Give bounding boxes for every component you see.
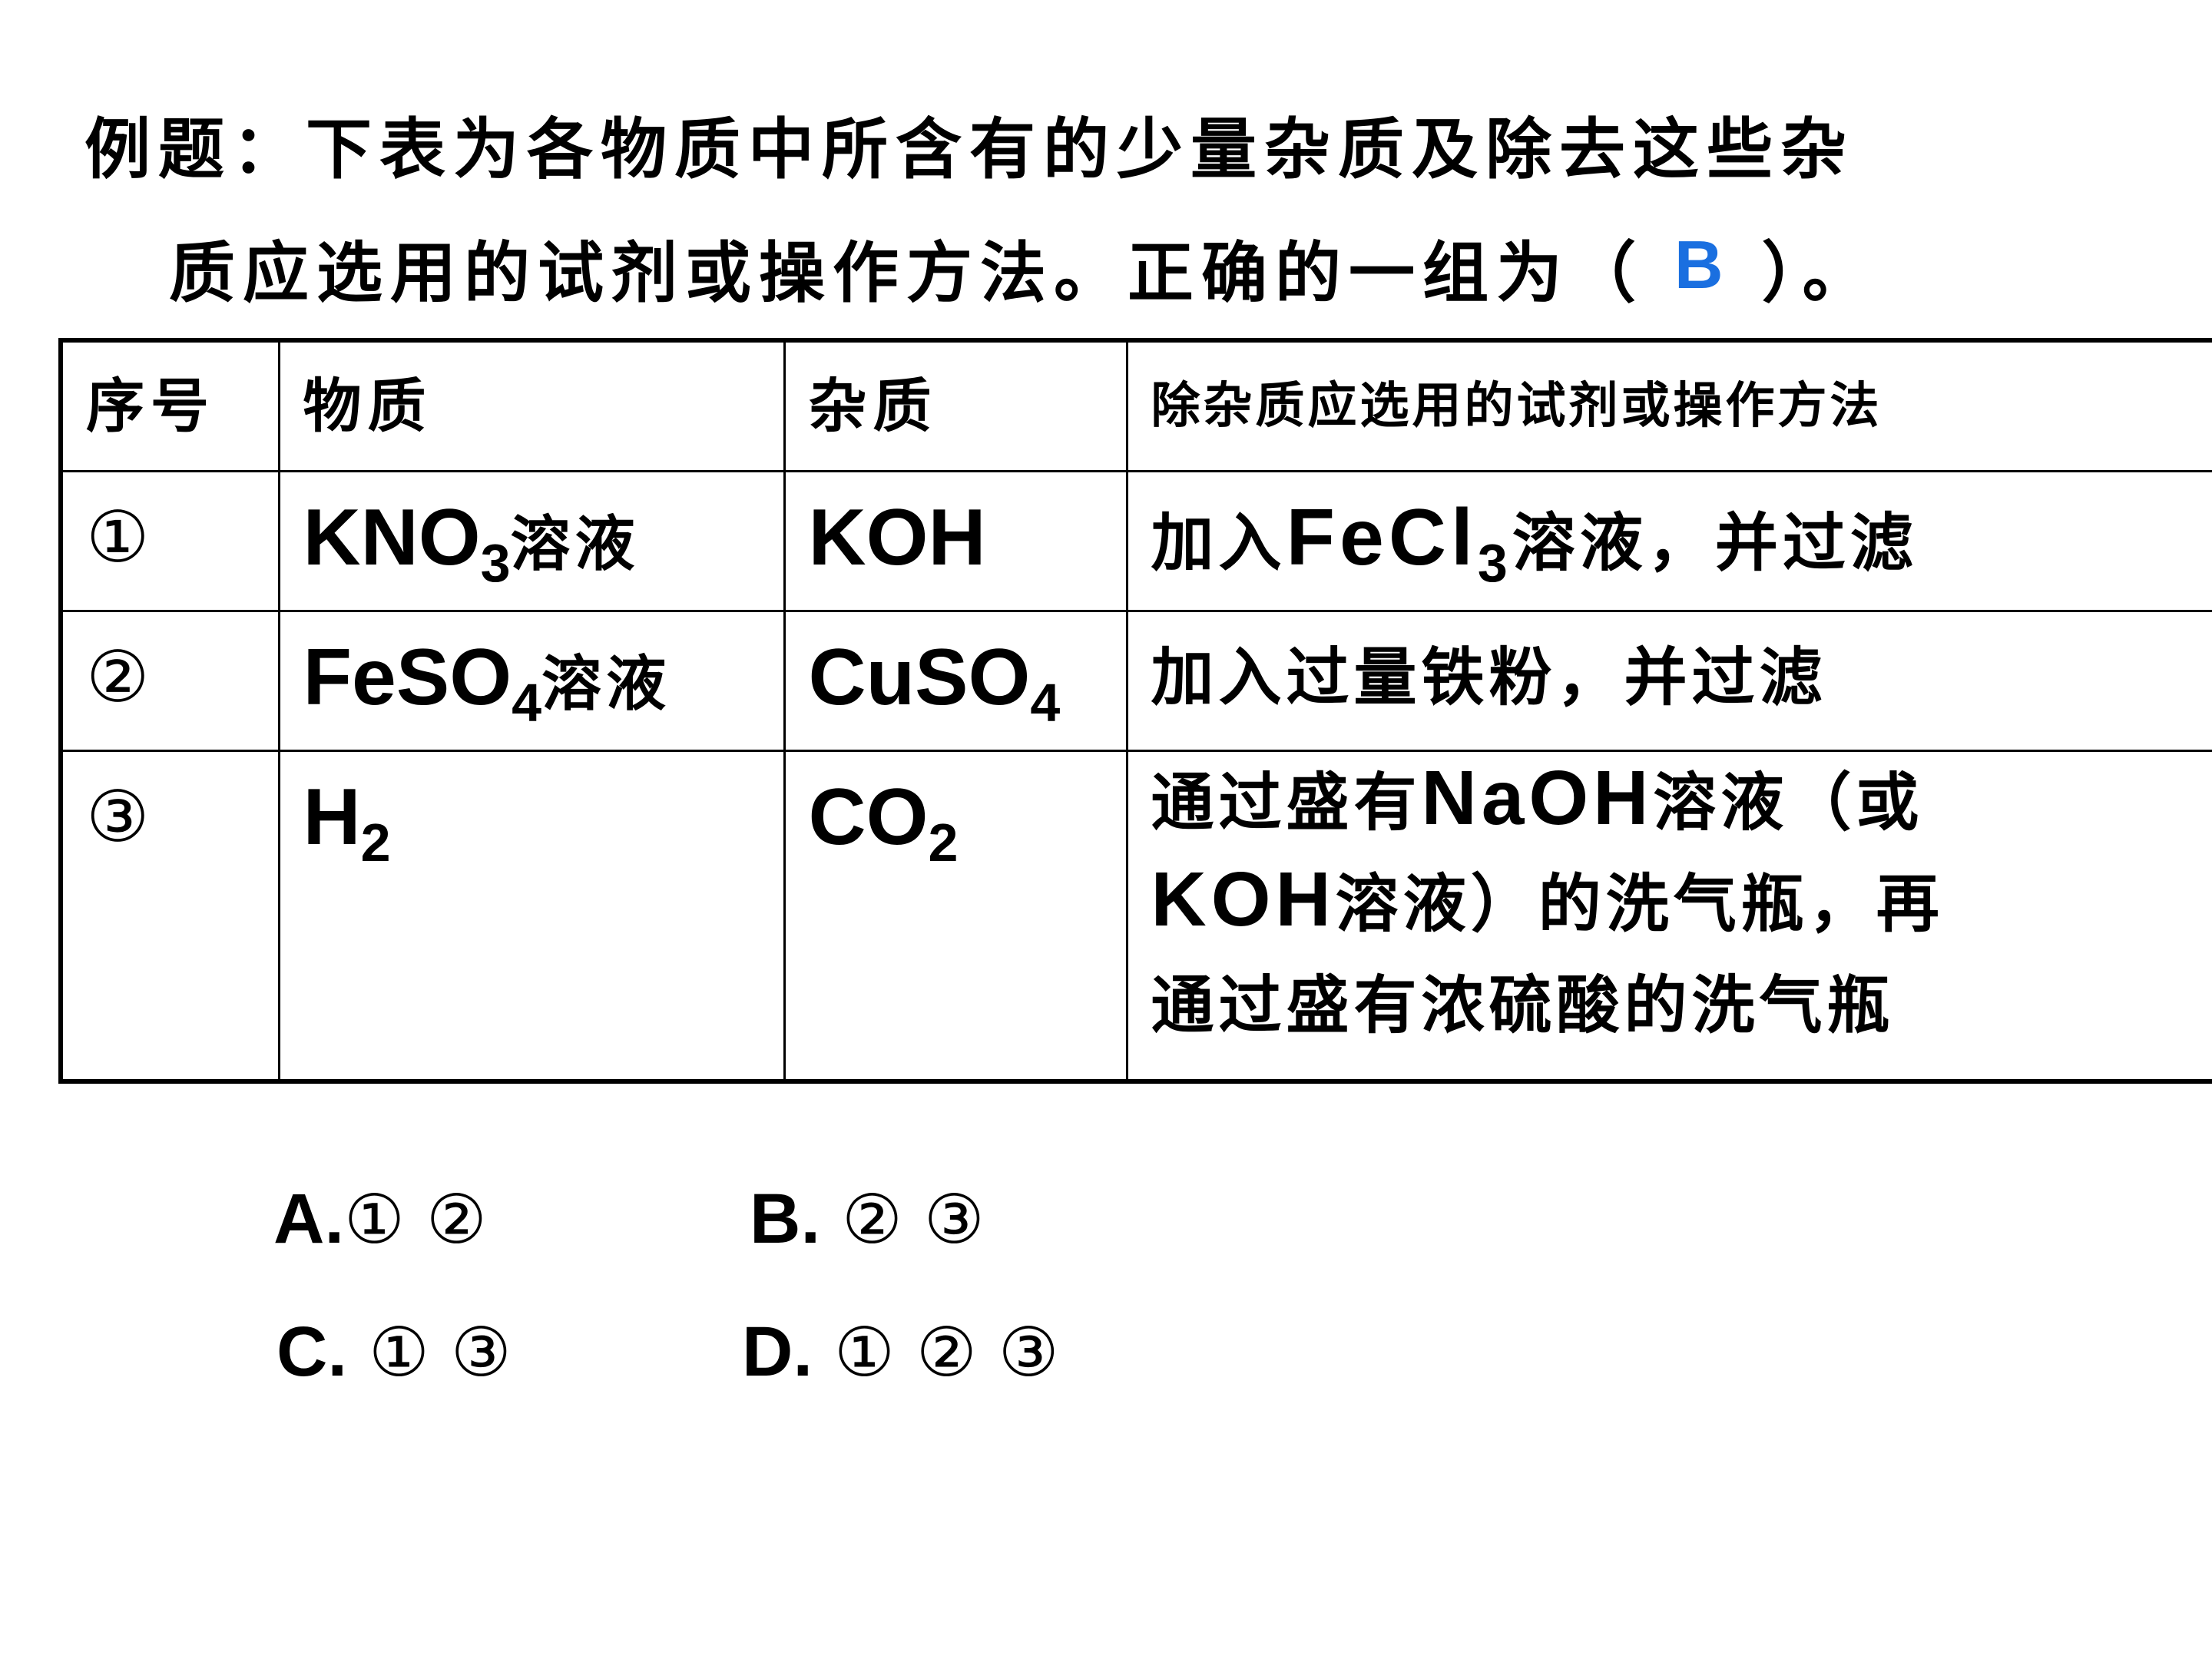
option-value: ② ③ [820,1180,985,1259]
question-text: 例题：下表为各物质中所含有的少量杂质及除去这些杂 质应选用的试剂或操作方法。正确… [84,92,2158,331]
table-header-row: 序号 物质 杂质 除杂质应选用的试剂或操作方法 [59,339,2212,472]
option-letter: B. [750,1180,820,1258]
row-method: 加入过量铁粉，并过滤 [1125,610,2212,752]
impurity-table: 序号 物质 杂质 除杂质应选用的试剂或操作方法 ① KNO3溶液 KOH 加入F… [58,338,2212,1084]
substance-suffix: 溶液 [510,509,640,579]
row-method: 加入FeCl3溶液，并过滤 [1125,470,2212,612]
formula-base: FeCl [1286,493,1478,582]
answer-letter: B [1674,227,1731,303]
option-letter: D. [742,1313,813,1391]
option-value: ① ② [344,1180,487,1259]
formula-base: CO [808,773,929,862]
method-formula: NaOH [1421,755,1654,841]
method-formula: KOH [1151,856,1336,942]
formula-subscript: 2 [928,813,959,873]
formula-base: FeSO [303,633,512,722]
header-method: 除杂质应选用的试剂或操作方法 [1125,339,2212,472]
question-line-2-suffix: ）。 [1761,234,1876,312]
method-line-1: 通过盛有NaOH溶液（或 [1151,752,2212,853]
table-row: ② FeSO4溶液 CuSO4 加入过量铁粉，并过滤 [59,610,2212,752]
question-line-2-prefix: 质应选用的试剂或操作方法。正确的一组为（ [169,234,1644,312]
option-value: ① ③ [347,1313,512,1392]
question-line-2: 质应选用的试剂或操作方法。正确的一组为（ B ）。 [84,207,2158,331]
method-formula: FeCl3 [1286,493,1512,590]
method-prefix: 加入 [1151,506,1286,580]
formula-subscript: 3 [1477,533,1512,593]
substance-formula: H2 [303,773,391,869]
formula-subscript: 3 [480,533,511,593]
row-number: ② [59,610,280,752]
formula-subscript: 4 [512,673,542,733]
row-number: ③ [59,750,280,1082]
formula-base: CuSO [808,633,1031,722]
impurity-formula: CuSO4 [808,633,1061,730]
row-impurity: CO2 [783,750,1128,1082]
formula-subscript: 4 [1030,673,1061,733]
row-method: 通过盛有NaOH溶液（或 KOH溶液）的洗气瓶，再 通过盛有浓硫酸的洗气瓶 [1125,750,2212,1082]
row-substance: FeSO4溶液 [277,610,786,752]
method-text: 溶液）的洗气瓶，再 [1335,867,1944,941]
row-impurity: KOH [783,470,1128,612]
header-impurity: 杂质 [783,339,1128,472]
option-b: B. ② ③ [750,1179,985,1260]
table-row: ③ H2 CO2 通过盛有NaOH溶液（或 KOH溶液）的洗气瓶，再 通过盛有浓… [59,750,2212,1082]
impurity-formula: KOH [809,493,986,582]
option-letter: A. [273,1180,344,1258]
formula-base: KNO [303,493,481,582]
option-a: A.① ② [273,1179,487,1260]
method-suffix: 溶液，并过滤 [1512,506,1918,580]
formula-base: KOH [808,493,986,582]
question-line-1: 例题：下表为各物质中所含有的少量杂质及除去这些杂 [84,111,1854,188]
row-substance: KNO3溶液 [277,470,786,612]
option-letter: C. [276,1313,347,1391]
method-line-2: KOH溶液）的洗气瓶，再 [1151,853,2212,955]
substance-suffix: 溶液 [541,649,671,719]
method-line-3: 通过盛有浓硫酸的洗气瓶 [1151,969,1895,1042]
option-c: C. ① ③ [276,1312,512,1392]
header-substance: 物质 [277,339,786,472]
substance-formula: FeSO4 [303,633,542,730]
row-number: ① [59,470,280,612]
formula-subscript: 2 [360,813,391,873]
method-text: 通过盛有 [1151,766,1422,839]
option-value: ① ② ③ [813,1313,1059,1392]
table-row: ① KNO3溶液 KOH 加入FeCl3溶液，并过滤 [59,470,2212,612]
formula-base: H [303,773,361,862]
row-substance: H2 [277,750,786,1082]
row-impurity: CuSO4 [783,610,1128,752]
substance-formula: KNO3 [303,493,511,590]
impurity-formula: CO2 [808,773,959,869]
method-text: 溶液（或 [1653,766,1924,839]
option-d: D. ① ② ③ [742,1312,1059,1392]
header-number: 序号 [59,339,280,472]
